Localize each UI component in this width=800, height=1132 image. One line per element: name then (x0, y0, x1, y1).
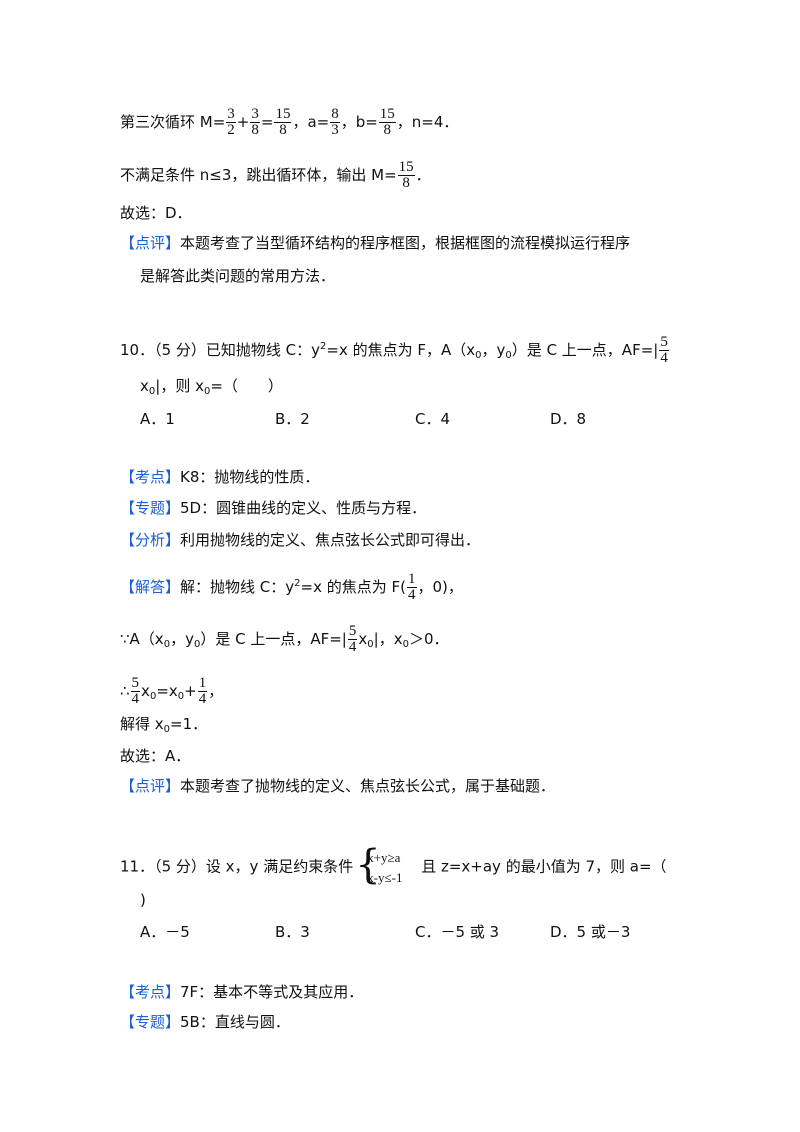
kaodian-11: 【考点】7F：基本不等式及其应用． (120, 983, 364, 1001)
loop3-lead: 第三次循环 M= (120, 113, 226, 131)
select-answer-10: 故选：A． (120, 747, 191, 765)
review-tag: 【点评】 (120, 234, 181, 252)
option-a: A．1 (140, 410, 175, 428)
review-9: 【点评】本题考查了当型循环结构的程序框图，根据框图的流程模拟运行程序 (120, 234, 631, 252)
review-10: 【点评】本题考查了抛物线的定义、焦点弦长公式，属于基础题． (120, 777, 556, 795)
option-d-11: D．5 或－3 (550, 923, 631, 941)
question-10: 10．（5 分）已知抛物线 C：y2=x 的焦点为 F，A（x0，y0）是 C … (120, 334, 669, 366)
solve-10: 解得 x0=1． (120, 715, 208, 735)
zhuanti-11: 【专题】5B：直线与圆． (120, 1013, 290, 1031)
option-a-11: A．－5 (140, 923, 190, 941)
option-c-11: C．－5 或 3 (415, 923, 500, 941)
option-c: C．4 (415, 410, 451, 428)
select-answer-9: 故选：D． (120, 204, 192, 222)
question-10-line2: x0|，则 x0=（ ） (140, 377, 283, 397)
option-b: B．2 (275, 410, 310, 428)
fenxi-10: 【分析】利用抛物线的定义、焦点弦长公式即可得出． (120, 531, 481, 549)
zhuanti-10: 【专题】5D：圆锥曲线的定义、性质与方程． (120, 499, 427, 517)
question-11-line2: ) (140, 891, 146, 909)
option-b-11: B．3 (275, 923, 310, 941)
kaodian-10: 【考点】K8：抛物线的性质． (120, 468, 320, 486)
option-d: D．8 (550, 410, 587, 428)
review-9-line2: 是解答此类问题的常用方法． (140, 267, 336, 285)
